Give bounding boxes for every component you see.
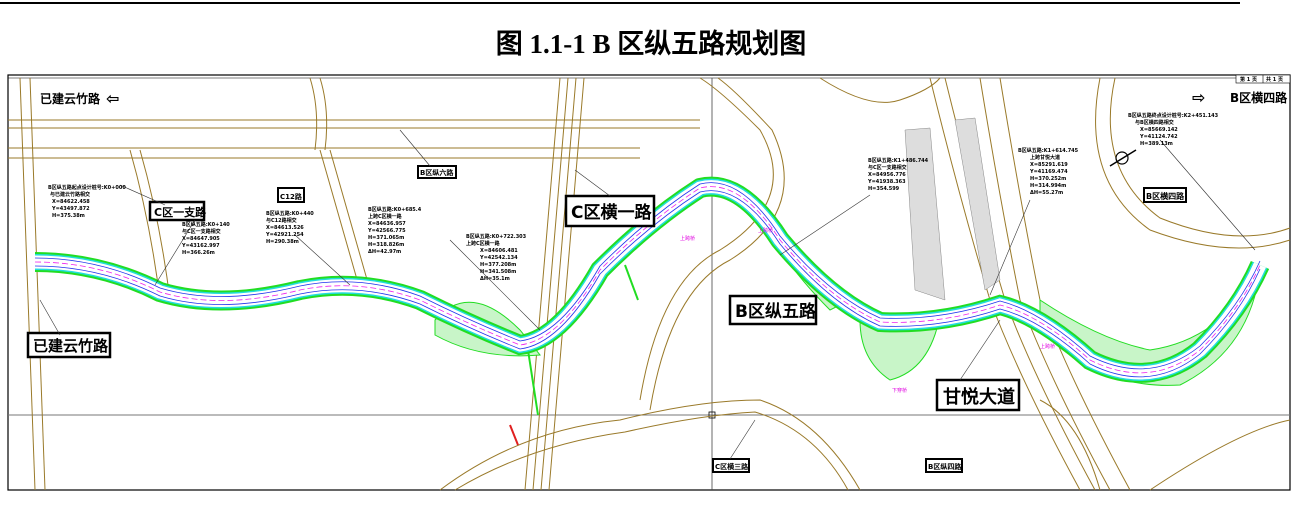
left-arrow-icon: ⇦	[106, 89, 119, 108]
label-ganyue: 甘悦大道	[935, 378, 1021, 412]
svg-text:与B区横四路相交: 与B区横四路相交	[1135, 119, 1174, 126]
svg-text:Y=41124.742: Y=41124.742	[1139, 134, 1178, 140]
svg-text:B区纵五路:K0+685.4: B区纵五路:K0+685.4	[368, 206, 422, 213]
note-c-zhi1-east: B区纵五路:K1+486.744 与C区一支路相交 X=84956.776 Y=…	[867, 157, 929, 192]
svg-text:H=366.26m: H=366.26m	[182, 250, 215, 256]
note-c2: B区纵五路:K0+440 与C12路相交 X=84613.526 Y=42921…	[265, 210, 314, 245]
note-c-heng1-crossing-2: B区纵五路:K0+722.303 上跨C区横一路 X=84606.481 Y=4…	[466, 233, 527, 282]
svg-text:B区纵四路: B区纵四路	[928, 462, 962, 471]
svg-text:C区横一路: C区横一路	[571, 202, 652, 223]
main-road-b-zong5	[34, 176, 1270, 383]
label-c-heng3: C区横三路	[712, 458, 750, 473]
svg-text:H=354.599: H=354.599	[868, 186, 900, 192]
svg-text:B区纵五路:K1+486.744: B区纵五路:K1+486.744	[868, 157, 929, 164]
right-arrow-icon: ⇨	[1192, 88, 1205, 107]
crosshair-box	[708, 411, 716, 419]
svg-text:ΔH=42.97m: ΔH=42.97m	[368, 249, 401, 255]
red-marker	[509, 424, 519, 446]
svg-text:B区纵五路终点设计桩号:K2+451.143: B区纵五路终点设计桩号:K2+451.143	[1128, 112, 1219, 119]
svg-text:X=85291.619: X=85291.619	[1030, 162, 1068, 168]
svg-text:B区纵五路:K1+614.745: B区纵五路:K1+614.745	[1018, 147, 1079, 154]
svg-text:H=377.208m: H=377.208m	[480, 262, 516, 268]
svg-text:B区纵五路起点设计桩号:K0+000: B区纵五路起点设计桩号:K0+000	[48, 184, 126, 191]
svg-text:H=314.994m: H=314.994m	[1030, 183, 1066, 189]
sheet-total: 共 1 页	[1266, 76, 1283, 83]
svg-text:与已建云竹路相交: 与已建云竹路相交	[50, 191, 90, 198]
svg-text:C12路: C12路	[280, 192, 303, 201]
svg-text:B区纵五路:K0+440: B区纵五路:K0+440	[266, 210, 314, 217]
north-arrow-icon	[1109, 149, 1137, 167]
svg-text:Y=42542.134: Y=42542.134	[479, 255, 518, 261]
sheet-page: 第 1 页	[1240, 76, 1257, 83]
svg-text:X=85669.142: X=85669.142	[1140, 127, 1178, 133]
top-rule	[0, 2, 1240, 4]
svg-text:H=341.508m: H=341.508m	[480, 269, 516, 275]
label-c2: C12路	[277, 187, 305, 203]
label-b-zong4: B区纵四路	[925, 458, 963, 473]
magenta-note: 下穿桥	[892, 387, 907, 394]
svg-text:Y=42921.254: Y=42921.254	[265, 232, 304, 238]
existing-roads	[8, 77, 1291, 491]
svg-text:与C12路相交: 与C12路相交	[266, 217, 297, 224]
svg-text:X=84613.526: X=84613.526	[266, 225, 304, 231]
svg-text:C区横三路: C区横三路	[715, 462, 749, 471]
hatch-blocks	[904, 117, 1001, 301]
right-direction-label: B区横四路	[1230, 90, 1288, 105]
label-existing-yunzhu: 已建云竹路	[26, 331, 112, 359]
svg-text:X=84606.481: X=84606.481	[480, 248, 518, 254]
svg-text:B区纵六路: B区纵六路	[420, 168, 454, 177]
svg-text:上跨C区横一路: 上跨C区横一路	[466, 240, 501, 247]
drawing-frame	[7, 74, 1291, 491]
svg-text:C区一支路: C区一支路	[154, 205, 207, 219]
left-direction-label: 已建云竹路	[40, 91, 101, 106]
svg-text:Y=42566.775: Y=42566.775	[367, 228, 406, 234]
svg-text:ΔH=55.27m: ΔH=55.27m	[1030, 190, 1063, 196]
svg-text:X=84647.905: X=84647.905	[182, 236, 220, 242]
svg-text:H=371.065m: H=371.065m	[368, 235, 404, 241]
note-c-zhi1: B区纵五路:K0+140 与C区一支路相交 X=84647.905 Y=4316…	[181, 221, 230, 256]
svg-text:Y=43497.872: Y=43497.872	[51, 206, 90, 212]
svg-text:H=375.38m: H=375.38m	[52, 213, 85, 219]
svg-text:B区横四路: B区横四路	[1146, 191, 1185, 201]
svg-text:与C区一支路相交: 与C区一支路相交	[182, 228, 221, 235]
svg-text:ΔH=35.1m: ΔH=35.1m	[480, 276, 510, 282]
svg-text:甘悦大道: 甘悦大道	[943, 386, 1015, 408]
svg-text:与C区一支路相交: 与C区一支路相交	[868, 164, 907, 171]
magenta-note: 上跨桥	[680, 235, 695, 242]
svg-text:H=370.252m: H=370.252m	[1030, 176, 1066, 182]
magenta-note: 上跨桥	[758, 227, 773, 234]
svg-text:H=389.13m: H=389.13m	[1140, 141, 1173, 147]
label-c-zhi1: C区一支路	[148, 200, 207, 222]
svg-text:已建云竹路: 已建云竹路	[33, 337, 109, 355]
svg-text:上跨甘悦大道: 上跨甘悦大道	[1030, 154, 1060, 161]
note-c-heng1-crossing-1: B区纵五路:K0+685.4 上跨C区横一路 X=84636.957 Y=425…	[367, 206, 422, 255]
svg-text:B区纵五路:K0+722.303: B区纵五路:K0+722.303	[466, 233, 527, 240]
green-line	[624, 264, 639, 301]
svg-text:Y=43162.997: Y=43162.997	[181, 243, 220, 249]
green-line	[527, 349, 539, 416]
label-b-heng4: B区横四路	[1143, 187, 1187, 203]
svg-text:上跨C区横一路: 上跨C区横一路	[368, 213, 403, 220]
label-b-zong5: B区纵五路	[728, 294, 818, 326]
label-c-heng1: C区横一路	[564, 194, 656, 228]
svg-text:B区纵五路: B区纵五路	[735, 301, 817, 322]
figure-title: 图 1.1-1 B 区纵五路规划图	[495, 29, 807, 59]
magenta-note: 上跨桥	[1040, 343, 1055, 350]
svg-text:B区纵五路:K0+140: B区纵五路:K0+140	[182, 221, 230, 228]
leader-lines	[39, 129, 1256, 460]
svg-text:H=290.38m: H=290.38m	[266, 239, 299, 245]
label-b-zong6: B区纵六路	[417, 165, 457, 179]
svg-text:Y=41938.363: Y=41938.363	[867, 179, 906, 185]
note-end: B区纵五路终点设计桩号:K2+451.143 与B区横四路相交 X=85669.…	[1128, 112, 1219, 147]
svg-text:Y=41169.474: Y=41169.474	[1029, 169, 1068, 175]
note-ganyue-crossing: B区纵五路:K1+614.745 上跨甘悦大道 X=85291.619 Y=41…	[1018, 147, 1079, 196]
note-start: B区纵五路起点设计桩号:K0+000 与已建云竹路相交 X=84622.458 …	[48, 184, 126, 219]
svg-text:X=84636.957: X=84636.957	[368, 221, 406, 227]
svg-text:X=84622.458: X=84622.458	[52, 199, 90, 205]
svg-text:X=84956.776: X=84956.776	[868, 172, 906, 178]
svg-text:H=318.826m: H=318.826m	[368, 242, 404, 248]
